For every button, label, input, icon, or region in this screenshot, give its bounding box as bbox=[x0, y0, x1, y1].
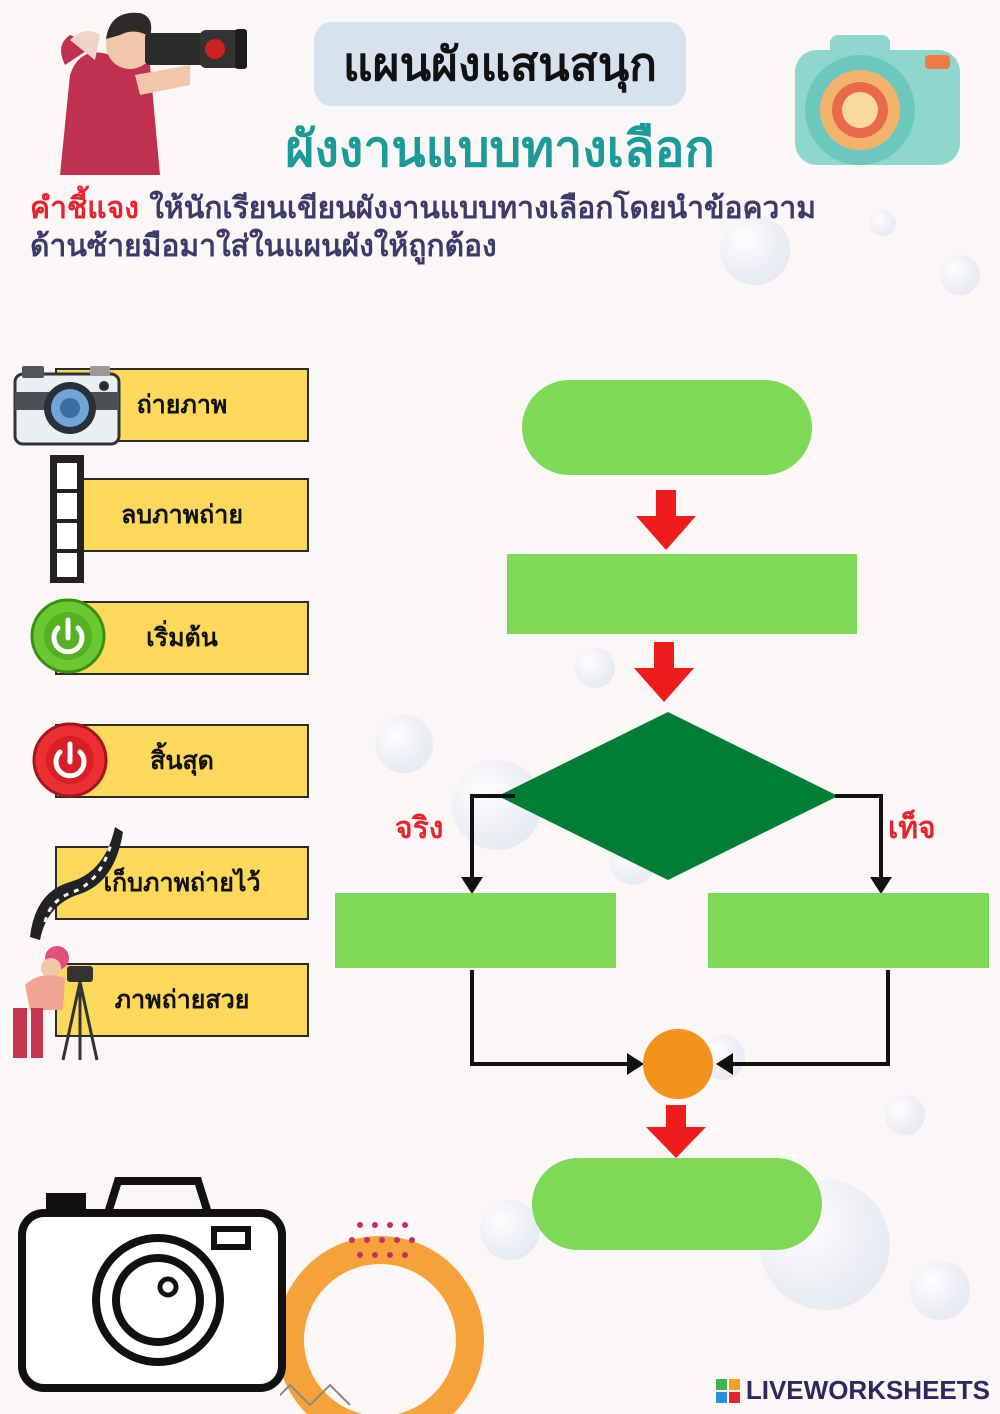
false-label: เท็จ bbox=[888, 811, 936, 846]
flowchart bbox=[461, 490, 892, 1158]
logo-mark-icon bbox=[715, 1378, 740, 1403]
decor-bubble bbox=[720, 215, 790, 285]
drag-card-label: เริ่มต้น bbox=[146, 623, 218, 652]
decor-shapes bbox=[280, 1222, 484, 1414]
drag-card-delete-photo[interactable]: ลบภาพถ่าย bbox=[55, 478, 309, 552]
camera-illustration bbox=[795, 35, 960, 165]
photographer-icon bbox=[13, 946, 99, 1061]
camera-icon bbox=[13, 366, 121, 446]
drop-zone-true-branch[interactable] bbox=[335, 893, 616, 968]
instructions-text-line1: ให้นักเรียนเขียนผังงานแบบทางเลือกโดยนำข้… bbox=[138, 191, 817, 226]
liveworksheets-logo: LIVEWORKSHEETS bbox=[715, 1375, 990, 1406]
connector-circle bbox=[643, 1029, 713, 1099]
drag-card-label: สิ้นสุด bbox=[150, 746, 214, 775]
flow-arrow bbox=[646, 1105, 706, 1158]
camera-outline-icon bbox=[18, 1177, 286, 1392]
page-subtitle: ผังงานแบบทางเลือก bbox=[285, 120, 715, 178]
arrowhead-join-right bbox=[716, 1053, 733, 1075]
arrowhead-join-left bbox=[627, 1053, 644, 1075]
branch-lines bbox=[470, 794, 890, 1066]
decor-bubble bbox=[375, 715, 433, 773]
drag-card-label: ลบภาพถ่าย bbox=[120, 500, 243, 529]
decor-bubble bbox=[480, 1200, 540, 1260]
decor-bubble bbox=[575, 648, 615, 688]
drag-card-label: ภาพถ่ายสวย bbox=[114, 985, 250, 1014]
drag-card-start[interactable]: เริ่มต้น bbox=[55, 601, 309, 675]
decision-diamond bbox=[498, 712, 838, 880]
decor-bubble bbox=[885, 1095, 925, 1135]
film-strip-icon bbox=[50, 455, 84, 583]
flow-arrow bbox=[634, 642, 694, 702]
arrowhead-false bbox=[870, 877, 892, 894]
true-label: จริง bbox=[395, 811, 444, 846]
drop-zone-process[interactable] bbox=[507, 554, 857, 634]
instructions-lead: คำชี้แจง bbox=[30, 191, 139, 226]
logo-text: LIVEWORKSHEETS bbox=[745, 1375, 990, 1405]
flow-arrow bbox=[636, 490, 696, 550]
drop-zone-start[interactable] bbox=[522, 380, 812, 475]
film-roll-icon bbox=[30, 827, 123, 940]
drag-card-label: ถ่ายภาพ bbox=[136, 390, 228, 419]
drag-card-beautiful-photo[interactable]: ภาพถ่ายสวย bbox=[55, 963, 309, 1037]
decor-bubble bbox=[940, 255, 980, 295]
power-red-icon bbox=[32, 722, 108, 798]
drop-zone-false-branch[interactable] bbox=[708, 893, 989, 968]
photographer-illustration bbox=[60, 12, 247, 175]
drop-zone-decision[interactable] bbox=[600, 770, 740, 820]
drag-card-label: เก็บภาพถ่ายไว้ bbox=[103, 868, 261, 897]
page-title: แผนผังแสนสนุก bbox=[314, 22, 686, 106]
decor-bubble bbox=[910, 1260, 970, 1320]
instructions-text-line2: ด้านซ้ายมือมาใส่ในแผนผังให้ถูกต้อง bbox=[30, 229, 497, 264]
drop-zone-end[interactable] bbox=[532, 1158, 822, 1250]
instructions: คำชี้แจง ให้นักเรียนเขียนผังงานแบบทางเลื… bbox=[30, 190, 980, 266]
arrowhead-true bbox=[461, 877, 483, 894]
power-green-icon bbox=[30, 598, 106, 674]
decor-bubble bbox=[870, 210, 896, 236]
